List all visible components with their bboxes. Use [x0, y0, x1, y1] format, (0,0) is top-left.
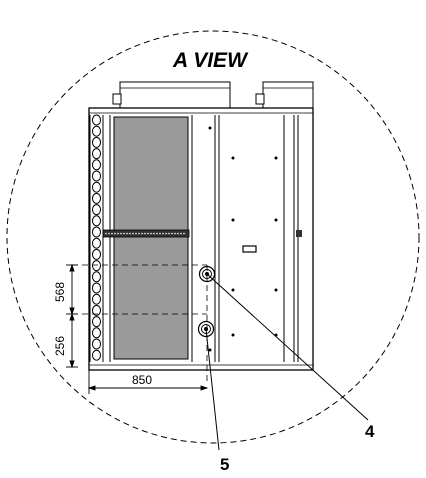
grille-hole — [162, 232, 164, 235]
coil-tube — [92, 349, 101, 361]
grille-hole — [123, 232, 125, 235]
fan-panel — [109, 115, 193, 362]
callout-5: 5 — [220, 455, 229, 473]
grille-hole — [153, 232, 155, 235]
grille-hole — [108, 232, 110, 235]
service-panels — [208, 115, 302, 362]
coil-tube — [92, 226, 101, 238]
grille-hole — [117, 232, 119, 235]
coil-tube — [92, 192, 101, 204]
coil-tube — [92, 293, 101, 305]
grille-hole — [120, 232, 122, 235]
grille-hole — [114, 232, 116, 235]
dim-568-label: 568 — [53, 282, 67, 302]
coil-tube — [92, 159, 101, 171]
grille-hole — [159, 232, 161, 235]
view-title: A VIEW — [172, 49, 249, 72]
dim-256-label: 256 — [53, 336, 67, 356]
coil-tube — [92, 125, 101, 137]
grille-hole — [141, 232, 143, 235]
grille-hole — [144, 232, 146, 235]
panel-handle — [242, 245, 257, 253]
grille-hole — [147, 232, 149, 235]
coil-tube — [92, 327, 101, 339]
coil-tube — [92, 170, 101, 182]
top-bracket-left — [112, 81, 231, 109]
mid-brace — [102, 229, 190, 238]
grille-hole — [150, 232, 152, 235]
coil-tube — [92, 316, 101, 328]
panel-screw — [274, 218, 278, 222]
panel-screw — [208, 348, 212, 352]
coil-tube — [92, 215, 101, 227]
grille-hole — [174, 232, 176, 235]
panel-screw — [231, 333, 235, 337]
grille-hole — [165, 232, 167, 235]
grille-hole — [180, 232, 182, 235]
panel-screw — [231, 156, 235, 160]
callout-4: 4 — [365, 422, 375, 441]
top-bracket-right — [255, 81, 314, 109]
coil-tube — [92, 148, 101, 160]
coil-tube — [92, 304, 101, 316]
panel-screw — [274, 156, 278, 160]
panel-screw — [208, 126, 212, 130]
horizontal-dimension — [87, 370, 209, 394]
coil-tube — [92, 237, 101, 249]
coil-tube — [92, 282, 101, 294]
panel-screw — [231, 218, 235, 222]
grille-hole — [129, 232, 131, 235]
view-boundary-circle — [6, 30, 420, 444]
leader-lines — [205, 273, 369, 451]
vertical-dimension — [66, 263, 78, 369]
grille-hole — [126, 232, 128, 235]
grille-hole — [135, 232, 137, 235]
reference-lines — [72, 264, 208, 385]
panel-screw — [274, 288, 278, 292]
grille-hole — [132, 232, 134, 235]
grille-hole — [168, 232, 170, 235]
coil-tube — [92, 204, 101, 216]
grille-hole — [171, 232, 173, 235]
grille-hole — [105, 232, 107, 235]
coil-tube — [92, 271, 101, 283]
grille-hole — [183, 232, 185, 235]
coil-tube — [92, 260, 101, 272]
grille-hole — [138, 232, 140, 235]
coil-tube — [92, 181, 101, 193]
dim-850-label: 850 — [132, 373, 152, 387]
grille-hole — [111, 232, 113, 235]
coil-strip — [89, 114, 104, 362]
grille-hole — [156, 232, 158, 235]
grille-hole — [177, 232, 179, 235]
panel-screw — [231, 288, 235, 292]
coil-tube — [92, 338, 101, 350]
coil-tube — [92, 136, 101, 148]
coil-tube — [92, 248, 101, 260]
coil-tube — [92, 114, 101, 126]
